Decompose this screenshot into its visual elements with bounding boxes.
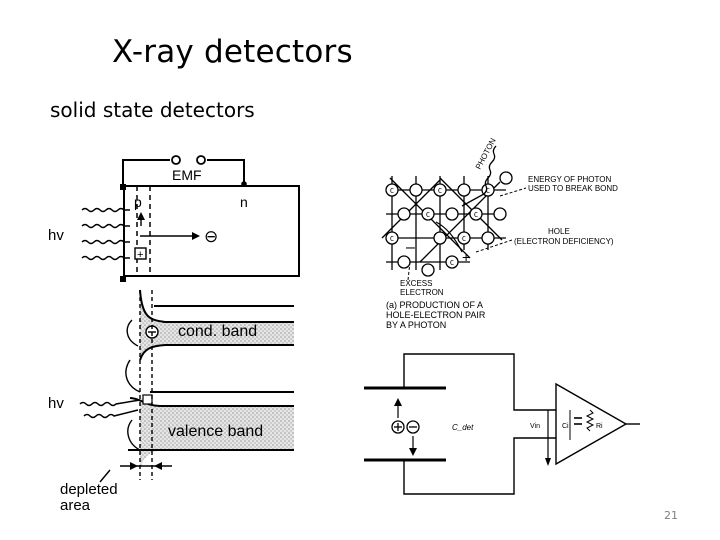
n-label: n xyxy=(240,194,248,210)
hole-plus: + xyxy=(462,249,470,265)
page-number: 21 xyxy=(664,509,678,522)
depleted-label-1: depleted xyxy=(60,481,118,498)
energy-label-1: ENERGY OF PHOTON xyxy=(528,175,611,184)
atom-label: C xyxy=(462,235,466,243)
p-label: p xyxy=(134,194,142,210)
atom-label: C xyxy=(474,211,478,219)
cdet-label: C_det xyxy=(452,423,474,432)
pn-junction-diagram: EMF p n hv ⊖ + xyxy=(48,155,300,282)
atom-label: C xyxy=(486,187,490,195)
atom-label: C xyxy=(390,235,394,243)
ri-label: Ri xyxy=(596,423,603,430)
caption-line-1: (a) PRODUCTION OF A xyxy=(386,300,483,310)
slide-subtitle: solid state detectors xyxy=(50,98,255,122)
ci-label: Ci xyxy=(562,423,569,430)
circuit-diagram: Vin Ci Ri C_det xyxy=(364,353,640,495)
hole-symbol: + xyxy=(137,249,143,261)
slide-title: X-ray detectors xyxy=(112,34,353,70)
hole-label-1: HOLE xyxy=(548,227,570,236)
excess-label-1: EXCESS xyxy=(400,279,432,288)
hv-label-top: hv xyxy=(48,227,64,244)
band-diagram: cond. band valence band hv depleted area xyxy=(48,289,294,514)
energy-label-2: USED TO BREAK BOND xyxy=(528,184,618,193)
cond-band-label: cond. band xyxy=(178,323,257,340)
hole-label-2: (ELECTRON DEFICIENCY) xyxy=(514,237,614,246)
electron-minus: – xyxy=(406,239,415,256)
atom-label: C xyxy=(438,187,442,195)
caption-line-2: HOLE-ELECTRON PAIR xyxy=(386,310,486,320)
atom-label: C xyxy=(390,187,394,195)
atom-label: C xyxy=(450,259,454,267)
atom-label: C xyxy=(426,211,430,219)
vin-label: Vin xyxy=(530,423,540,430)
lattice-diagram: C C C C C C C C PHOTON – + ENERGY OF PHO… xyxy=(381,136,618,330)
electron-symbol: ⊖ xyxy=(204,227,218,246)
hv-label-bottom: hv xyxy=(48,395,64,412)
valence-band-label: valence band xyxy=(168,423,263,440)
emf-label: EMF xyxy=(172,167,202,183)
excess-label-2: ELECTRON xyxy=(400,288,444,297)
caption-line-3: BY A PHOTON xyxy=(386,320,446,330)
depleted-label-2: area xyxy=(60,497,91,514)
